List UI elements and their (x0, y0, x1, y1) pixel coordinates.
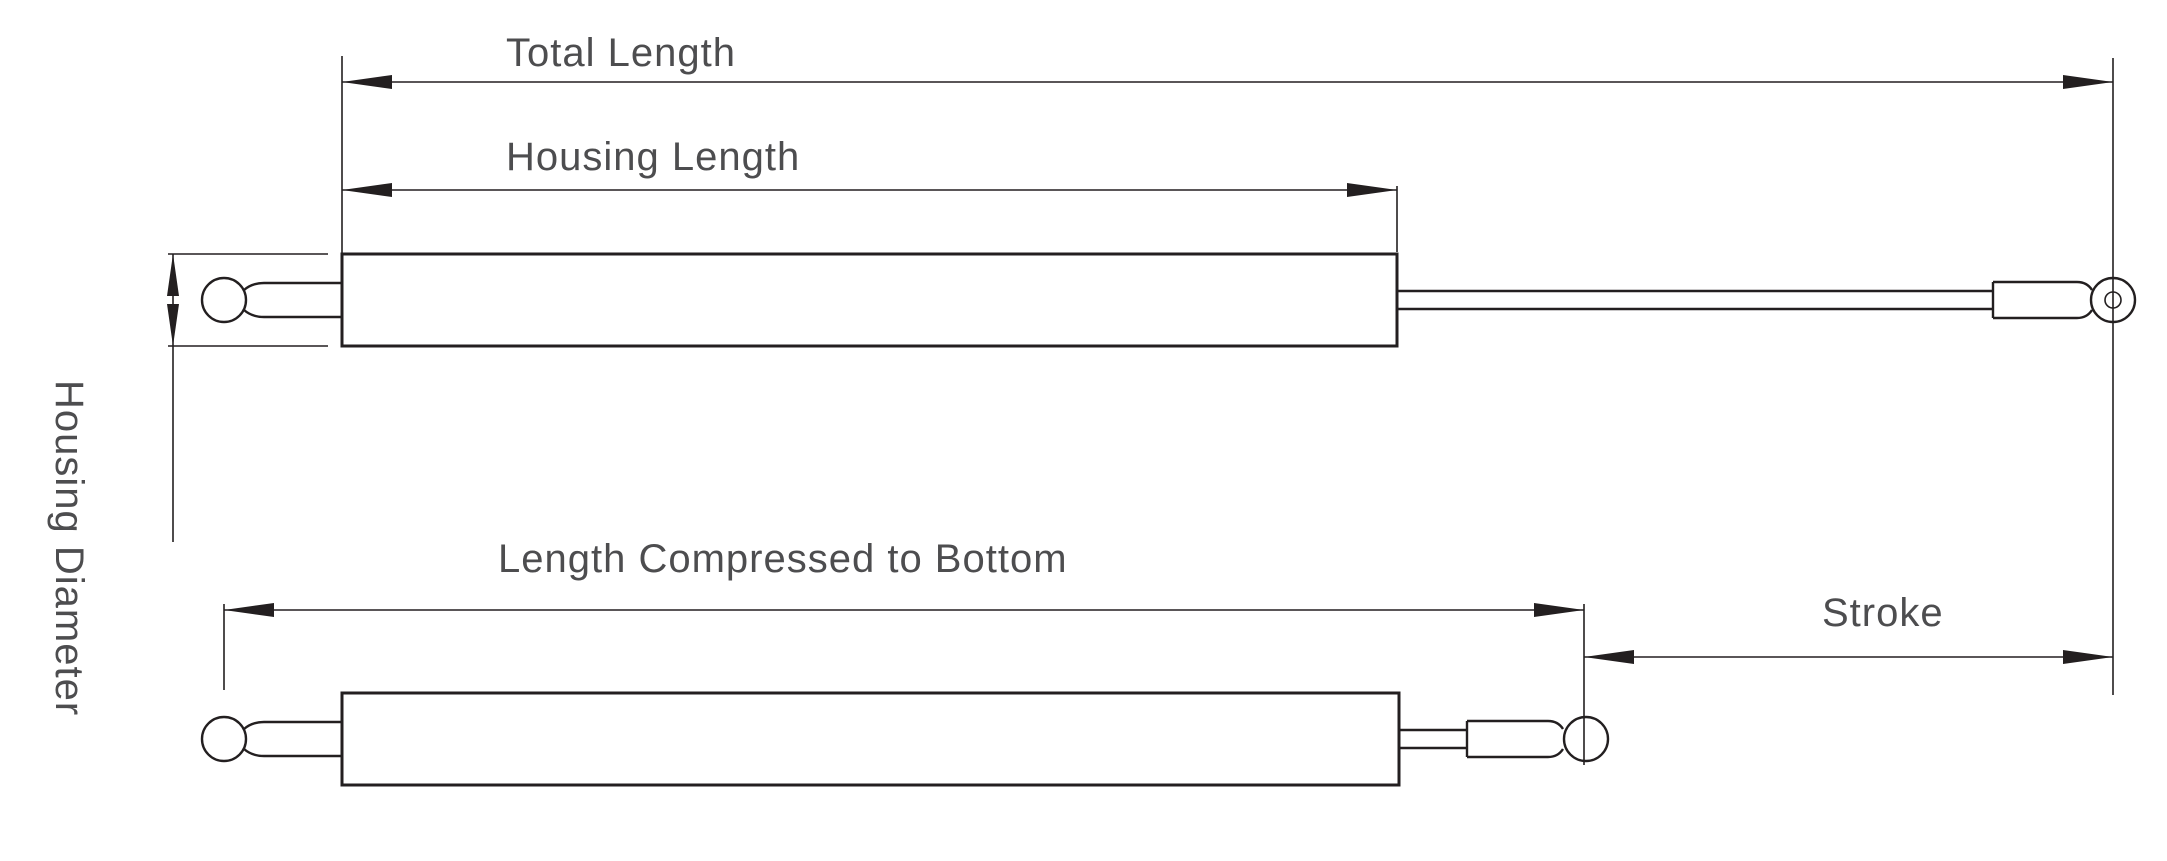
right-eyelet-extended (2089, 276, 2137, 324)
gas-spring-compressed (200, 691, 1610, 787)
length-compressed-dimension: Length Compressed to Bottom (223, 537, 1585, 765)
housing-length-dimension: Housing Length (342, 135, 1398, 252)
left-eyelet-extended (200, 276, 248, 324)
right-eyelet-compressed (1562, 715, 1610, 763)
right-end-fitting-extended (1991, 280, 2094, 320)
right-end-fitting-compressed (1465, 719, 1565, 759)
housing-diameter-label: Housing Diameter (47, 380, 91, 716)
housing-diameter-dimension: Housing Diameter (47, 253, 328, 716)
left-eyelet-compressed (200, 715, 248, 763)
housing-length-label: Housing Length (506, 135, 800, 179)
total-length-dimension: Total Length (341, 31, 2114, 695)
stroke-dimension: Stroke (1584, 591, 2113, 664)
right-eyelet-hole (2104, 291, 2122, 309)
housing-compressed (340, 691, 1401, 787)
length-compressed-label: Length Compressed to Bottom (498, 537, 1068, 581)
housing-extended (340, 252, 1399, 348)
gas-spring-extended (200, 252, 2137, 348)
total-length-label: Total Length (506, 31, 736, 75)
stroke-label: Stroke (1822, 591, 1944, 635)
